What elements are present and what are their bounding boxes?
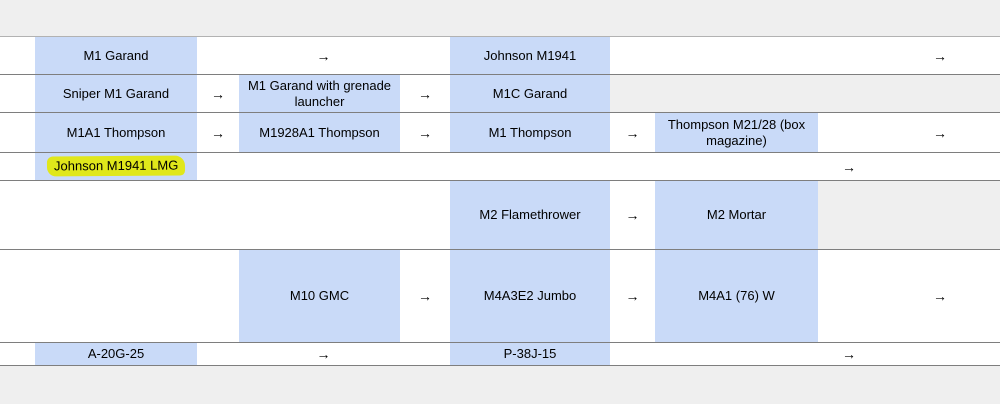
unit-cell-m1a1-thompson[interactable]: M1A1 Thompson [35, 113, 197, 152]
arrow-right-icon: → [316, 346, 331, 362]
unit-cell-m4a3e2-jumbo[interactable]: M4A3E2 Jumbo [450, 250, 610, 342]
table-row-aircraft: A-20G-25 → P-38J-15 → [0, 343, 1000, 366]
arrow-right-icon: → [316, 47, 331, 64]
arrow-right-icon: → [418, 288, 432, 304]
arrow-right-icon: → [625, 288, 640, 304]
empty-grey-region [818, 181, 1000, 249]
unit-cell-johnson-m1941[interactable]: Johnson M1941 [450, 37, 610, 74]
unit-cell-m10-gmc[interactable]: M10 GMC [239, 250, 400, 342]
unit-cell-m1-thompson[interactable]: M1 Thompson [450, 113, 610, 152]
empty-grey-region [610, 75, 1000, 112]
arrow-right-icon: → [933, 47, 947, 64]
arrow-right-icon: → [933, 288, 947, 304]
arrow-right-icon: → [418, 85, 432, 102]
arrow-right-icon: → [933, 124, 947, 141]
unit-cell-m4a1-76-w[interactable]: M4A1 (76) W [655, 250, 818, 342]
bottom-spacer-band [0, 366, 1000, 404]
arrow-right-icon: → [418, 124, 432, 141]
unit-cell-m1-garand[interactable]: M1 Garand [35, 37, 197, 74]
arrow-right-icon: → [211, 124, 225, 141]
arrow-right-icon: → [625, 207, 640, 223]
arrow-right-icon: → [842, 158, 856, 175]
table-row-snipers: Sniper M1 Garand → M1 Garand with grenad… [0, 75, 1000, 113]
unit-cell-thompson-m21-28[interactable]: Thompson M21/28 (box magazine) [655, 113, 818, 152]
unit-cell-m1c-garand[interactable]: M1C Garand [450, 75, 610, 112]
top-spacer-band [0, 0, 1000, 37]
highlighted-unit-label: Johnson M1941 LMG [46, 155, 186, 178]
table-row-lmg: Johnson M1941 LMG → [0, 153, 1000, 181]
table-row-rifles: M1 Garand → Johnson M1941 → [0, 37, 1000, 75]
unit-cell-m1-garand-grenade-launcher[interactable]: M1 Garand with grenade launcher [239, 75, 400, 112]
arrow-right-icon: → [625, 124, 640, 141]
table-row-support: M2 Flamethrower → M2 Mortar [0, 181, 1000, 250]
unit-cell-a-20g-25[interactable]: A-20G-25 [35, 343, 197, 365]
arrow-right-icon: → [211, 85, 225, 102]
arrow-right-icon: → [842, 346, 856, 362]
unit-cell-johnson-m1941-lmg[interactable]: Johnson M1941 LMG [35, 153, 197, 180]
unit-cell-m2-mortar[interactable]: M2 Mortar [655, 181, 818, 249]
unit-cell-p-38j-15[interactable]: P-38J-15 [450, 343, 610, 365]
table-row-vehicles: M10 GMC → M4A3E2 Jumbo → M4A1 (76) W → [0, 250, 1000, 343]
unit-cell-m2-flamethrower[interactable]: M2 Flamethrower [450, 181, 610, 249]
unit-cell-sniper-m1-garand[interactable]: Sniper M1 Garand [35, 75, 197, 112]
table-row-smgs: M1A1 Thompson → M1928A1 Thompson → M1 Th… [0, 113, 1000, 153]
unit-cell-m1928a1-thompson[interactable]: M1928A1 Thompson [239, 113, 400, 152]
